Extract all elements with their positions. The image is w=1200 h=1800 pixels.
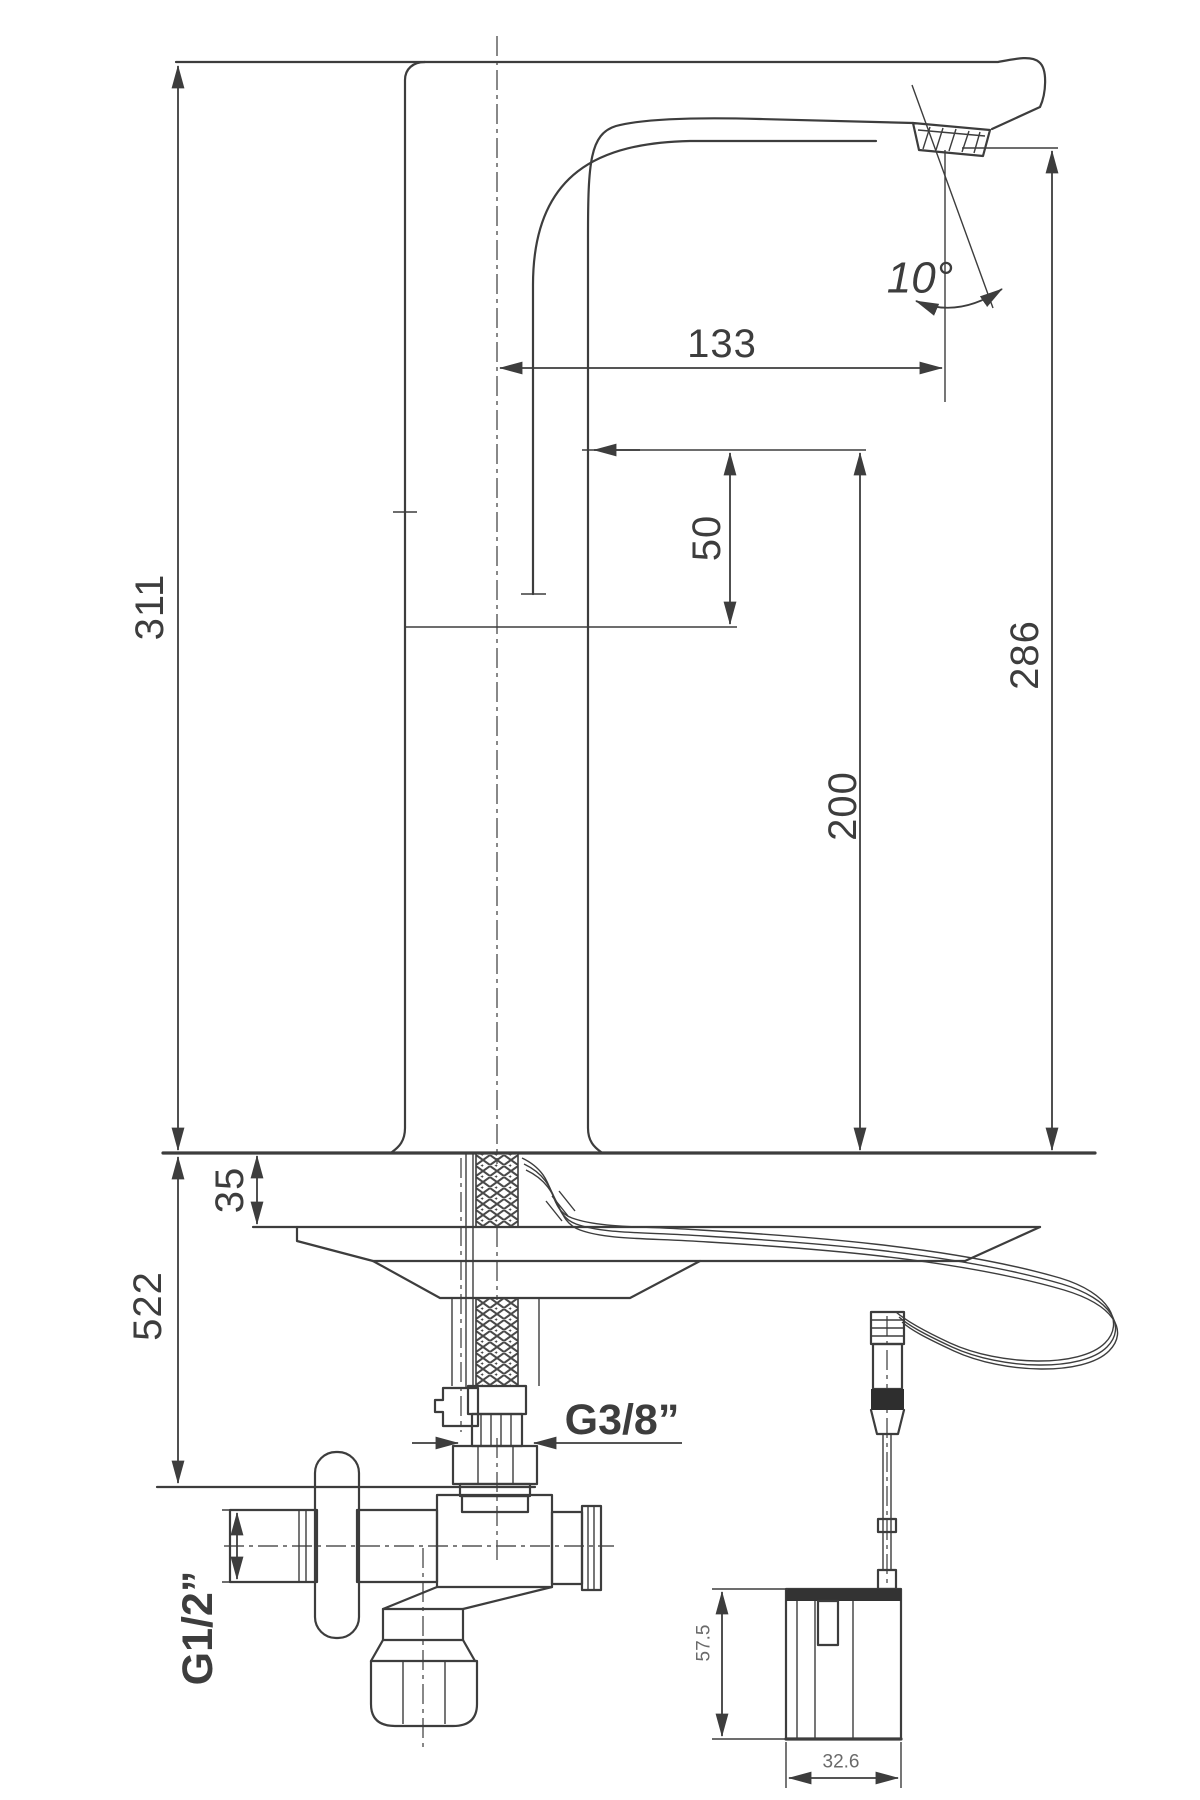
box-width-ext: [785, 1742, 902, 1788]
hose-hex-nut: [451, 1444, 539, 1486]
sensor-plug: [869, 1310, 906, 1591]
mounting-stud: [465, 1153, 474, 1388]
shank-tube-lines: [451, 1298, 540, 1386]
cable-strand-2: [523, 1163, 1117, 1366]
valve-body: [435, 1493, 554, 1589]
plug-rod: [882, 1434, 892, 1570]
valve-outlet-cap: [580, 1504, 603, 1592]
angle-arc: [915, 288, 1003, 316]
dimension-spout-offset: 50: [582, 443, 866, 625]
supply-pipe: [228, 1508, 319, 1584]
plug-rod-collar: [876, 1517, 898, 1534]
annotation-hose-thread: G3/8”: [412, 1396, 682, 1450]
hose-upper-segment: [475, 1152, 519, 1228]
dim-label-311: 311: [128, 574, 172, 641]
control-box-outline: [784, 1587, 903, 1741]
angle-valve: [228, 1444, 603, 1728]
dimension-outlet-height: 286: [962, 147, 1059, 1151]
control-box-top-band: [786, 1589, 901, 1601]
hose-hex-nut-facets: [477, 1446, 514, 1484]
plug-connector-ridges: [871, 1319, 904, 1337]
valve-bottom-flare: [369, 1638, 477, 1663]
ribbed-nut-ribs: [480, 1414, 512, 1446]
hose-lower-segment: [475, 1297, 519, 1387]
supply-pipe-thread-lines: [298, 1510, 307, 1582]
mounting-bracket: [433, 1386, 480, 1428]
control-box: [784, 1587, 903, 1741]
cable-strand-1: [521, 1157, 1115, 1362]
sensor-cable: [521, 1157, 1119, 1370]
valve-outlet-cap-ribs: [587, 1506, 595, 1590]
cable-strand-3: [525, 1169, 1119, 1370]
dim-label-133: 133: [687, 322, 757, 366]
angle-label: 10°: [887, 254, 954, 303]
wall-flange: [313, 1450, 361, 1640]
dimension-deck-thickness: 35: [208, 1155, 264, 1225]
spout-inner-seam: [531, 139, 878, 596]
faucet-body: [174, 57, 1047, 1154]
deck: [161, 1151, 1097, 1229]
faucet-top-and-nose-outline: [174, 57, 1047, 131]
g12-ext-ticks: [222, 1509, 232, 1583]
cable-twist-marks: [545, 1190, 576, 1222]
aerator-hatch: [922, 126, 981, 154]
g12-label: G1/2”: [174, 1571, 222, 1686]
valve-bottom-hex-cap: [369, 1659, 479, 1728]
g38-label: G3/8”: [565, 1396, 680, 1444]
dimension-box-width: 32.6: [785, 1742, 902, 1788]
dim-label-286: 286: [1003, 620, 1047, 690]
angle-slant-line: [911, 84, 994, 309]
spout-underside-and-right-edge: [586, 117, 915, 1154]
valve-port-thread: [460, 1494, 530, 1514]
dim-label-50: 50: [685, 515, 729, 562]
braided-hose: [466, 1152, 528, 1448]
dim-label-326: 32.6: [823, 1752, 860, 1773]
dimension-total-height: 311: [128, 65, 185, 1151]
valve-bottom-hex-facets: [402, 1661, 446, 1724]
plug-black-band: [871, 1389, 904, 1410]
centerlines: [224, 36, 888, 1748]
body-left-edge: [390, 60, 427, 1154]
dim-label-35: 35: [208, 1167, 252, 1214]
valve-outlet-tube: [550, 1510, 584, 1586]
dimension-body-height: 200: [821, 452, 867, 1151]
under-deck-hardware: [295, 1152, 1042, 1448]
dimension-box-height: 57.5: [694, 1588, 788, 1740]
valve-bottom-transition: [381, 1585, 554, 1611]
valve-inlet-tube: [355, 1508, 439, 1584]
control-box-clip: [816, 1599, 840, 1647]
aerator: [911, 121, 992, 158]
box-height-ext: [712, 1588, 788, 1740]
hose-fitting-collar: [466, 1384, 528, 1416]
dim-label-200: 200: [821, 771, 865, 841]
dimension-spout-reach: 133: [499, 322, 943, 375]
valve-bottom-neck: [381, 1607, 465, 1642]
plug-taper: [869, 1408, 906, 1436]
dim-label-575: 57.5: [694, 1625, 715, 1662]
dimension-below-deck: 522: [126, 1156, 537, 1489]
aerator-outline: [911, 121, 992, 158]
shank-dome: [371, 1259, 702, 1300]
dim-label-522: 522: [126, 1271, 170, 1341]
annotation-supply-thread: G1/2”: [174, 1509, 244, 1686]
control-box-panel-lines: [796, 1601, 854, 1739]
spray-angle-annotation: 10°: [887, 84, 1003, 402]
